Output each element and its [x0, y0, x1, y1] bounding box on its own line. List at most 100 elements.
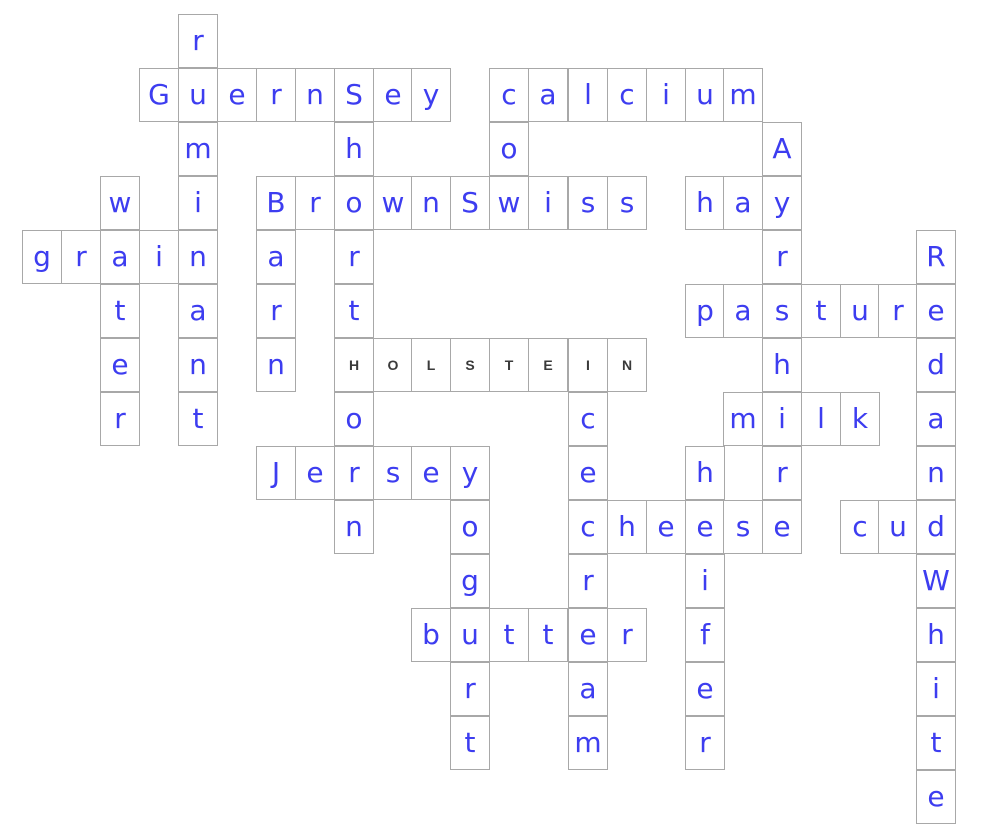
crossword-cell[interactable]: s	[568, 176, 608, 230]
crossword-cell[interactable]: e	[568, 608, 608, 662]
crossword-cell[interactable]: m	[723, 68, 763, 122]
crossword-cell[interactable]: e	[100, 338, 140, 392]
crossword-cell[interactable]: B	[256, 176, 296, 230]
crossword-cell[interactable]: A	[762, 122, 802, 176]
crossword-cell[interactable]: r	[100, 392, 140, 446]
crossword-cell[interactable]: t	[178, 392, 218, 446]
crossword-cell[interactable]: h	[916, 608, 956, 662]
crossword-cell[interactable]: i	[916, 662, 956, 716]
crossword-cell[interactable]: r	[334, 230, 374, 284]
crossword-cell[interactable]: L	[411, 338, 451, 392]
crossword-cell[interactable]: i	[685, 554, 725, 608]
crossword-cell[interactable]: b	[411, 608, 451, 662]
crossword-cell[interactable]: r	[450, 662, 490, 716]
crossword-cell[interactable]: a	[916, 392, 956, 446]
crossword-cell[interactable]: a	[178, 284, 218, 338]
crossword-cell[interactable]: S	[450, 338, 490, 392]
crossword-cell[interactable]: o	[450, 500, 490, 554]
crossword-cell[interactable]: r	[568, 554, 608, 608]
crossword-cell[interactable]: l	[801, 392, 841, 446]
crossword-cell[interactable]: a	[528, 68, 568, 122]
crossword-cell[interactable]: h	[685, 446, 725, 500]
crossword-cell[interactable]: n	[256, 338, 296, 392]
crossword-cell[interactable]: s	[762, 284, 802, 338]
crossword-cell[interactable]: O	[373, 338, 413, 392]
crossword-cell[interactable]: r	[178, 14, 218, 68]
crossword-cell[interactable]: d	[916, 500, 956, 554]
crossword-cell[interactable]: w	[373, 176, 413, 230]
crossword-cell[interactable]: s	[607, 176, 647, 230]
crossword-cell[interactable]: i	[646, 68, 686, 122]
crossword-cell[interactable]: d	[916, 338, 956, 392]
crossword-cell[interactable]: a	[568, 662, 608, 716]
crossword-cell[interactable]: e	[373, 68, 413, 122]
crossword-cell[interactable]: y	[762, 176, 802, 230]
crossword-cell[interactable]: n	[178, 230, 218, 284]
crossword-cell[interactable]: y	[450, 446, 490, 500]
crossword-cell[interactable]: u	[878, 500, 918, 554]
crossword-cell[interactable]: e	[916, 284, 956, 338]
crossword-cell[interactable]: e	[646, 500, 686, 554]
crossword-cell[interactable]: o	[489, 122, 529, 176]
crossword-cell[interactable]: c	[840, 500, 880, 554]
crossword-cell[interactable]: E	[528, 338, 568, 392]
crossword-cell[interactable]: H	[334, 338, 374, 392]
crossword-cell[interactable]: i	[139, 230, 179, 284]
crossword-cell[interactable]: r	[334, 446, 374, 500]
crossword-cell[interactable]: i	[528, 176, 568, 230]
crossword-cell[interactable]: n	[334, 500, 374, 554]
crossword-cell[interactable]: c	[607, 68, 647, 122]
crossword-cell[interactable]: r	[762, 230, 802, 284]
crossword-cell[interactable]: s	[373, 446, 413, 500]
crossword-cell[interactable]: e	[685, 662, 725, 716]
crossword-cell[interactable]: e	[916, 770, 956, 824]
crossword-cell[interactable]: t	[528, 608, 568, 662]
crossword-cell[interactable]: r	[256, 284, 296, 338]
crossword-cell[interactable]: c	[568, 392, 608, 446]
crossword-cell[interactable]: N	[607, 338, 647, 392]
crossword-cell[interactable]: T	[489, 338, 529, 392]
crossword-cell[interactable]: r	[61, 230, 101, 284]
crossword-cell[interactable]: r	[607, 608, 647, 662]
crossword-cell[interactable]: n	[178, 338, 218, 392]
crossword-cell[interactable]: r	[685, 716, 725, 770]
crossword-cell[interactable]: c	[489, 68, 529, 122]
crossword-cell[interactable]: a	[723, 176, 763, 230]
crossword-cell[interactable]: s	[723, 500, 763, 554]
crossword-cell[interactable]: f	[685, 608, 725, 662]
crossword-cell[interactable]: a	[100, 230, 140, 284]
crossword-cell[interactable]: G	[139, 68, 179, 122]
crossword-cell[interactable]: k	[840, 392, 880, 446]
crossword-cell[interactable]: n	[411, 176, 451, 230]
crossword-cell[interactable]: m	[178, 122, 218, 176]
crossword-cell[interactable]: p	[685, 284, 725, 338]
crossword-cell[interactable]: u	[685, 68, 725, 122]
crossword-cell[interactable]: e	[685, 500, 725, 554]
crossword-cell[interactable]: W	[916, 554, 956, 608]
crossword-cell[interactable]: r	[256, 68, 296, 122]
crossword-cell[interactable]: S	[334, 68, 374, 122]
crossword-cell[interactable]: m	[568, 716, 608, 770]
crossword-cell[interactable]: n	[295, 68, 335, 122]
crossword-cell[interactable]: t	[801, 284, 841, 338]
crossword-cell[interactable]: h	[685, 176, 725, 230]
crossword-cell[interactable]: h	[607, 500, 647, 554]
crossword-cell[interactable]: w	[100, 176, 140, 230]
crossword-cell[interactable]: m	[723, 392, 763, 446]
crossword-cell[interactable]: l	[568, 68, 608, 122]
crossword-cell[interactable]: e	[295, 446, 335, 500]
crossword-cell[interactable]: r	[295, 176, 335, 230]
crossword-cell[interactable]: u	[178, 68, 218, 122]
crossword-cell[interactable]: e	[762, 500, 802, 554]
crossword-cell[interactable]: u	[450, 608, 490, 662]
crossword-cell[interactable]: i	[762, 392, 802, 446]
crossword-cell[interactable]: t	[450, 716, 490, 770]
crossword-cell[interactable]: a	[256, 230, 296, 284]
crossword-cell[interactable]: u	[840, 284, 880, 338]
crossword-cell[interactable]: S	[450, 176, 490, 230]
crossword-cell[interactable]: n	[916, 446, 956, 500]
crossword-cell[interactable]: I	[568, 338, 608, 392]
crossword-cell[interactable]: J	[256, 446, 296, 500]
crossword-cell[interactable]: g	[450, 554, 490, 608]
crossword-cell[interactable]: t	[489, 608, 529, 662]
